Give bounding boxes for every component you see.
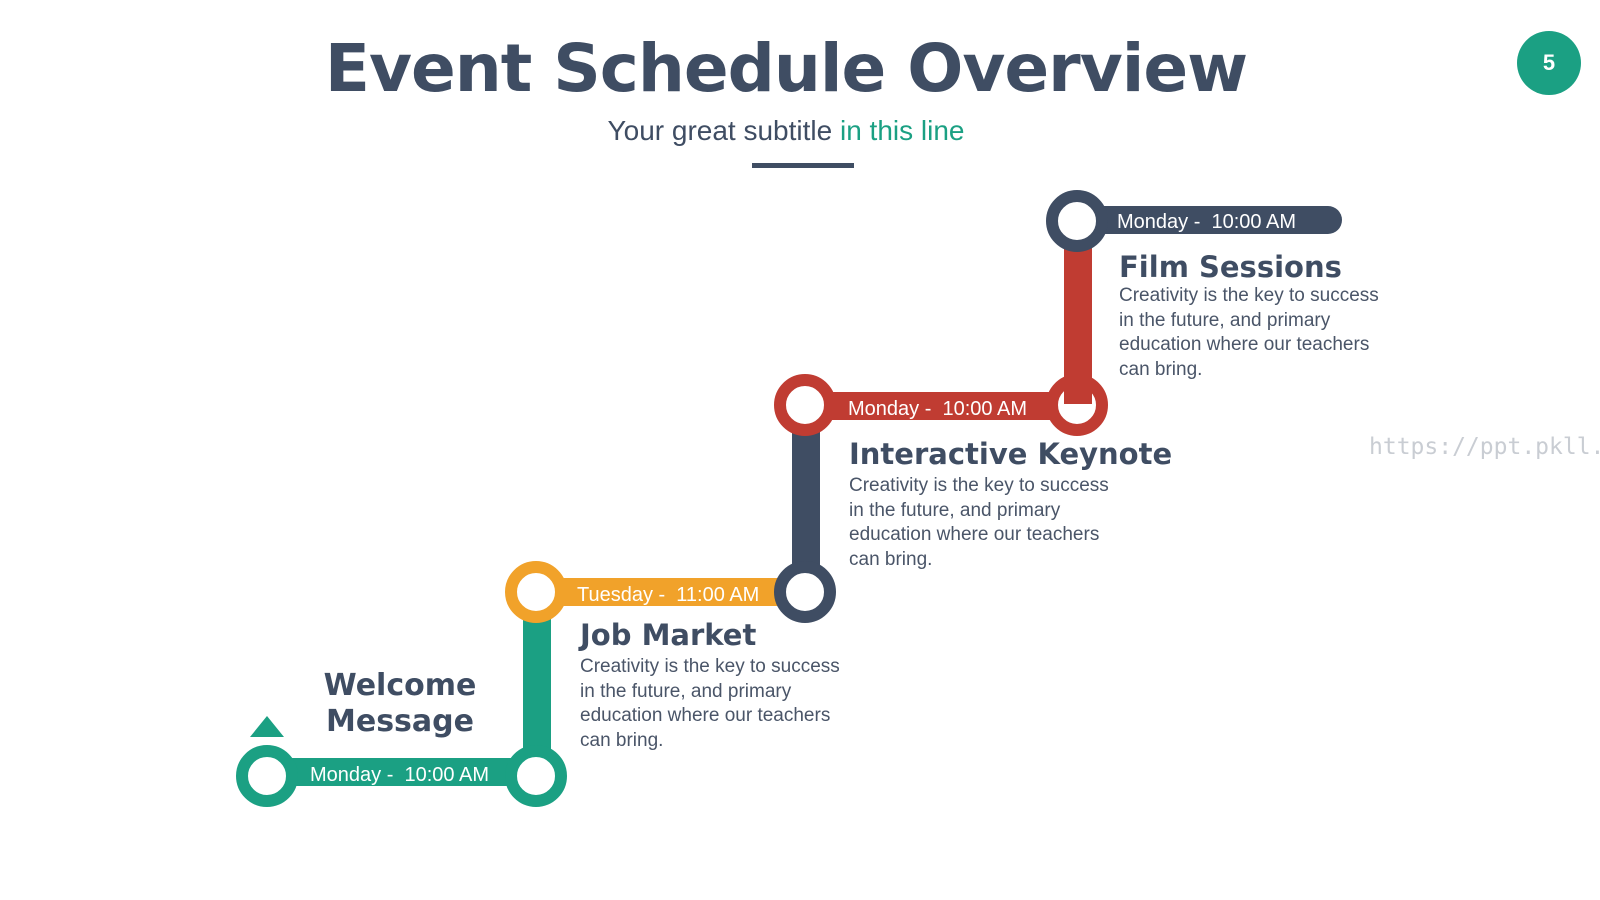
red-horizontal-bar (810, 392, 1072, 420)
step-heading-interactive-keynote: Interactive Keynote (849, 437, 1173, 471)
subtitle-accent: in this line (839, 115, 965, 146)
step-description-job-market: Creativity is the key to success in the … (580, 656, 840, 751)
page-number-badge: 5 (1517, 31, 1581, 95)
welcome-heading-line1: Welcome (323, 668, 477, 703)
red-vertical-bar (1064, 232, 1092, 404)
step-label-job-market: Tuesday - 11:00 AM (577, 584, 760, 606)
welcome-heading-line2: Message (326, 704, 474, 739)
red-start-node (774, 374, 836, 436)
orange-horizontal-bar (540, 578, 785, 606)
step-description-interactive-keynote: Creativity is the key to success in the … (849, 475, 1109, 570)
step-heading-film-sessions: Film Sessions (1119, 250, 1342, 284)
orange-node (505, 561, 567, 623)
title-underline (752, 163, 854, 168)
triangle-up-icon (250, 716, 284, 737)
green-end-node (505, 745, 567, 807)
step-label-welcome: Monday - 10:00 AM (310, 764, 489, 786)
subtitle: Your great subtitle in this line (0, 115, 1572, 147)
navy-horizontal-bar (1080, 206, 1342, 234)
watermark: https://ppt.pkll.de (1369, 434, 1600, 460)
green-start-node (236, 745, 298, 807)
page-title: Event Schedule Overview (324, 30, 1248, 107)
step-label-interactive-keynote: Monday - 10:00 AM (848, 398, 1027, 420)
step-heading-job-market: Job Market (580, 618, 757, 652)
green-horizontal-bar (268, 758, 538, 786)
navy-top-node (1046, 190, 1108, 252)
subtitle-main: Your great subtitle (607, 115, 833, 146)
navy-node (774, 561, 836, 623)
welcome-heading: Welcome Message (290, 668, 510, 740)
step-label-film-sessions: Monday - 10:00 AM (1117, 211, 1296, 233)
step-description-film-sessions: Creativity is the key to success in the … (1119, 285, 1379, 380)
